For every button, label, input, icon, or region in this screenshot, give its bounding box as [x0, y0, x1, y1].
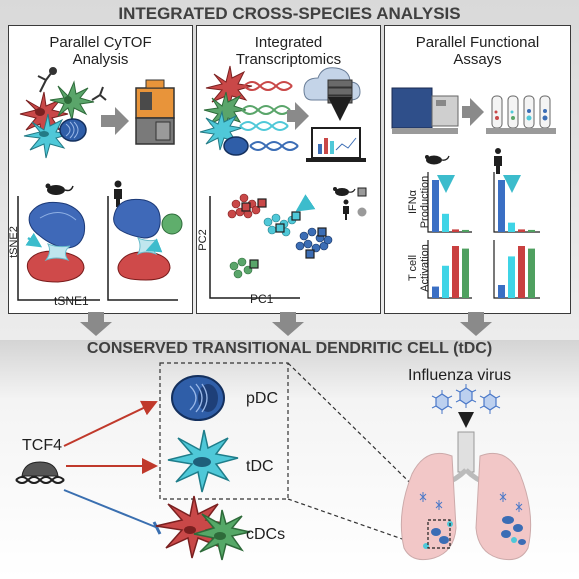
tcf4-label: TCF4 — [22, 437, 62, 454]
monitor-icon — [306, 127, 366, 162]
cdc-label: cDCs — [246, 526, 286, 543]
process-arrow-icon — [101, 107, 129, 135]
tcell-mouse-bar — [462, 248, 469, 298]
activate-pdc-arrow — [63, 400, 158, 447]
tcell-human-bar — [508, 256, 515, 298]
tcell-mouse-bar — [442, 265, 449, 298]
ifna-mouse-bar — [462, 229, 469, 232]
ifna-human-bar — [528, 229, 535, 232]
panel-functional-title-line1: Parallel Functional — [415, 34, 540, 51]
tcell-human-bar — [518, 246, 525, 298]
influenza-label: Influenza virus — [408, 367, 512, 384]
ifna-label-line1: IFNα — [407, 189, 419, 215]
lung-icon — [400, 431, 532, 561]
functional-equipment — [391, 87, 556, 174]
pdc-cell-icon — [171, 375, 225, 421]
blue-pdc-cell — [59, 118, 87, 142]
tcell-human-bar — [498, 285, 505, 298]
panel-functional-title-line2: Assays — [453, 51, 502, 68]
panel-functional: Parallel Functional Assays — [384, 25, 571, 314]
down-arrows — [80, 312, 492, 336]
tcell-label-line1: T cell — [407, 254, 419, 282]
main-title: INTEGRATED CROSS-SPECIES ANALYSIS — [118, 4, 461, 23]
tsne-plots — [17, 180, 183, 301]
tcell-human-bar — [528, 248, 535, 298]
ifna-human-bar — [518, 229, 525, 232]
tdc-label: tDC — [246, 458, 274, 475]
inhibit-cdc-line — [63, 489, 159, 529]
tsne2-label: tSNE2 — [8, 226, 20, 258]
cytof-cells — [19, 67, 175, 159]
panel-transcriptomics-title-line1: Integrated — [254, 34, 323, 51]
panel-transcriptomics: Integrated Transcriptomics — [196, 25, 381, 314]
pc2-label: PC2 — [197, 229, 209, 251]
green-dc-cell — [49, 80, 95, 121]
panel-cytof-title-line2: Analysis — [72, 51, 129, 68]
dna-icon — [239, 81, 299, 151]
tdc-cell-icon — [167, 429, 239, 493]
sequencer-icon — [391, 87, 459, 134]
tcf4-icon — [15, 461, 65, 484]
ifna-mouse-bar — [442, 213, 449, 232]
mouse-icon — [45, 183, 74, 195]
cloud-server-icon — [303, 67, 361, 121]
ifna-mouse-bar — [452, 229, 459, 232]
tsne1-label: tSNE1 — [54, 294, 89, 308]
pdc-label: pDC — [246, 390, 279, 407]
cdc-cell-icon — [155, 495, 251, 561]
transcriptomics-cells — [199, 65, 366, 162]
functional-bar-charts — [427, 172, 540, 299]
ifna-human-bar — [498, 180, 505, 232]
inhibit-bar — [152, 521, 162, 535]
ifna-label-line2: Production — [419, 175, 431, 229]
tcell-mouse-bar — [432, 286, 439, 298]
teal-dc-cell — [23, 113, 71, 159]
panel-transcriptomics-title-line2: Transcriptomics — [235, 51, 342, 68]
cytof-machine-icon — [135, 79, 175, 145]
antibody-icon — [37, 67, 107, 101]
ifna-mouse-bar — [432, 180, 439, 232]
pca-legend — [333, 187, 367, 220]
panel-cytof-title-line1: Parallel CyTOF — [49, 34, 152, 51]
tcell-mouse-bar — [452, 246, 459, 298]
pc1-label: PC1 — [250, 292, 274, 306]
pca-plot — [209, 187, 367, 299]
section2-title: CONSERVED TRANSITIONAL DENDRITIC CELL (t… — [86, 340, 493, 357]
dashed-box — [159, 362, 289, 500]
human-icon — [114, 180, 122, 207]
tcell-label-line2: Activation — [419, 244, 431, 292]
ifna-human-bar — [508, 222, 515, 232]
tube-rack-icon — [486, 95, 556, 134]
